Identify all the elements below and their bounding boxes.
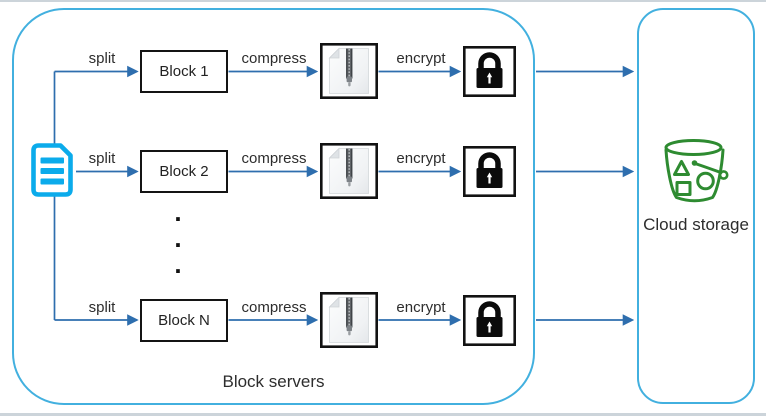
encrypt-label: encrypt	[396, 150, 446, 167]
split-label: split	[88, 299, 116, 316]
zip-file-icon	[320, 143, 378, 199]
encrypt-label: encrypt	[396, 299, 446, 316]
pipeline-row-3: split Block N compress encrypt	[0, 292, 766, 348]
block-box-n: Block N	[140, 298, 228, 342]
padlock-icon	[463, 295, 516, 346]
pipeline-row-1: split Block 1 compress encrypt	[0, 43, 766, 99]
compress-label: compress	[241, 50, 307, 67]
padlock-icon	[463, 146, 516, 197]
ellipsis-dot: .	[174, 223, 182, 253]
bucket-icon	[661, 138, 729, 204]
block-box-label: Block 1	[159, 62, 209, 80]
zip-file-icon	[320, 292, 378, 348]
ellipsis-dot: .	[174, 197, 182, 227]
compress-label: compress	[241, 150, 307, 167]
edge-strip-top	[0, 0, 766, 2]
compress-label: compress	[241, 299, 307, 316]
block-box-2: Block 2	[140, 149, 228, 193]
block-servers-label: Block servers	[222, 372, 325, 391]
ellipsis-dots: . . .	[170, 199, 186, 277]
split-label: split	[88, 50, 116, 67]
ellipsis-dot: .	[174, 249, 182, 279]
cloud-storage-label: Cloud storage	[643, 215, 749, 234]
split-label: split	[88, 150, 116, 167]
zip-file-icon	[320, 43, 378, 99]
pipeline-row-2: split Block 2 compress encrypt	[0, 143, 766, 199]
encrypt-label: encrypt	[396, 50, 446, 67]
block-box-label: Block 2	[159, 162, 209, 180]
edge-strip-bottom	[0, 413, 766, 416]
block-servers-panel	[12, 8, 535, 405]
block-box-1: Block 1	[140, 49, 228, 93]
cloud-storage-panel	[637, 8, 755, 404]
block-box-label: Block N	[158, 311, 210, 329]
padlock-icon	[463, 46, 516, 97]
